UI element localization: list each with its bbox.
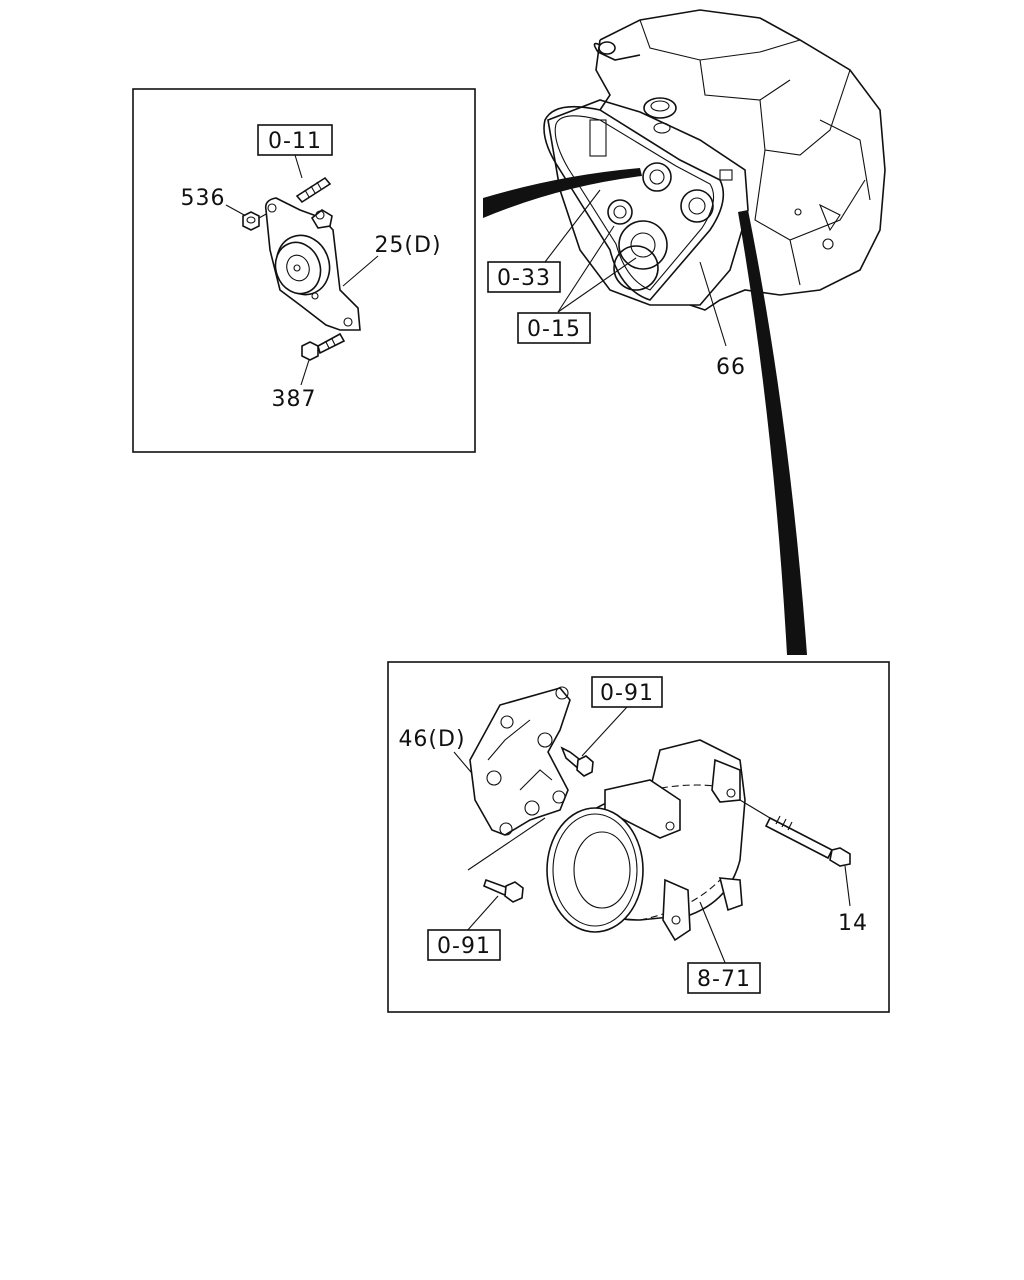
- through-bolt-part-label: 14: [838, 911, 868, 936]
- bracket-bolt-ref-bottom-label: 0-91: [437, 934, 491, 959]
- stud-illustration: [295, 176, 332, 204]
- belt-part-label: 66: [716, 355, 746, 380]
- compressor-leader-band: [738, 210, 807, 655]
- compressor-detail-box: 0-91 46(D) 0-91: [387, 661, 890, 1013]
- compressor-illustration: [546, 739, 746, 942]
- through-bolt-illustration: [739, 799, 851, 867]
- bracket-bolt-top-illustration: [560, 746, 594, 777]
- nut-illustration: [242, 211, 269, 231]
- bracket-illustration: [469, 686, 571, 836]
- nut-part-label: 536: [181, 186, 226, 211]
- idler-detail-box: 0-11 536 25(D): [132, 88, 476, 453]
- compressor-ref-label: 8-71: [697, 967, 751, 992]
- idler-leader-band: [483, 168, 642, 218]
- engine-illustration: [543, 9, 886, 311]
- stud-ref-label: 0-11: [268, 129, 322, 154]
- belt-ref-box: 0-33: [487, 261, 561, 293]
- pulley-ref-label: 0-15: [527, 317, 581, 342]
- bracket-bolt-ref-top-label: 0-91: [600, 681, 654, 706]
- bolt-illustration: [301, 332, 346, 361]
- bracket-part-label: 46(D): [398, 727, 465, 752]
- idler-part-label: 25(D): [374, 233, 441, 258]
- bracket-bolt-bottom-illustration: [483, 878, 524, 903]
- pulley-ref-box: 0-15: [517, 312, 591, 344]
- idler-pulley-illustration: [264, 197, 361, 331]
- engine-leader-lines: [544, 189, 727, 347]
- belt-ref-label: 0-33: [497, 266, 551, 291]
- bolt-part-label: 387: [272, 387, 317, 412]
